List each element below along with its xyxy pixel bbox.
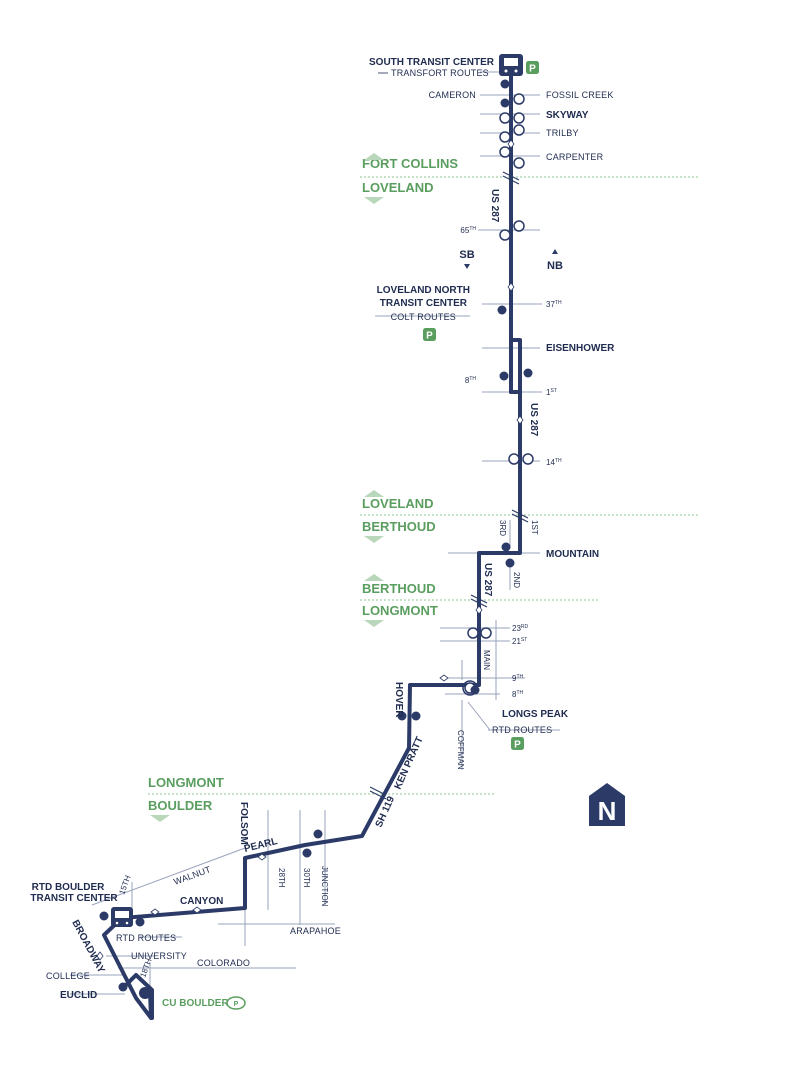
stop-mountain: MOUNTAIN (546, 549, 599, 560)
stop-14th: 14TH (546, 458, 562, 467)
stop-65th: 65TH (460, 226, 476, 235)
road-30th: 30TH (302, 868, 311, 888)
stop-eisenhower: EISENHOWER (546, 343, 615, 354)
stop-trilby: TRILBY (546, 128, 579, 138)
svg-text:P: P (514, 740, 521, 751)
svg-text:P: P (529, 64, 536, 75)
stop-college: COLLEGE (46, 971, 90, 981)
city-label: BERTHOUD (362, 581, 436, 596)
stop-8th-longmont: 8TH (512, 690, 524, 699)
city-loveland-berthoud: LOVELAND BERTHOUD (362, 490, 436, 543)
road-folsom: FOLSOM (238, 802, 249, 845)
stop-8th: 8TH (465, 376, 477, 385)
parking-icon: P (423, 328, 436, 342)
road-15th: 15TH (117, 874, 132, 896)
stop-21st: 21ST (512, 637, 527, 646)
road-coffman: COFFMAN (456, 730, 465, 770)
stop-1st: 1ST (546, 388, 557, 397)
road-arapahoe: ARAPAHOE (290, 926, 341, 936)
road-colorado: COLORADO (197, 958, 250, 968)
road-main: MAIN (482, 650, 491, 670)
loveland-north-label-1: LOVELAND NORTH (377, 285, 470, 296)
longs-peak-label: LONGS PEAK (502, 709, 569, 720)
bus-icon (111, 907, 133, 927)
road-sh119: SH 119 (374, 794, 398, 829)
stop-markers-open (464, 93, 534, 694)
stop-9th: 9TH (512, 674, 524, 683)
longs-peak-routes: RTD ROUTES (492, 725, 552, 735)
streets (70, 71, 560, 995)
rtd-boulder-label-1: RTD BOULDER (32, 882, 106, 893)
city-label: BERTHOUD (362, 519, 436, 534)
road-1st: 1ST (530, 520, 539, 535)
city-longmont-boulder: LONGMONT BOULDER (148, 775, 224, 822)
city-label: FORT COLLINS (362, 156, 458, 171)
stop-markers-filled (99, 79, 533, 992)
bus-icon (499, 54, 523, 76)
rtd-boulder-routes: RTD ROUTES (116, 933, 176, 943)
parking-icon: P (526, 61, 539, 75)
direction-arrows (96, 139, 524, 961)
city-label: LONGMONT (362, 603, 438, 618)
loveland-north-label-2: TRANSIT CENTER (380, 298, 468, 309)
city-label: BOULDER (148, 798, 213, 813)
svg-text:P: P (234, 1001, 239, 1008)
stop-fossil-creek: FOSSIL CREEK (546, 90, 614, 100)
city-label: LOVELAND (362, 496, 434, 511)
stop-cameron: CAMERON (429, 90, 476, 100)
road-us287: US 287 (489, 189, 500, 223)
loveland-north-routes: COLT ROUTES (391, 312, 456, 322)
road-hover: HOVER (393, 682, 404, 718)
road-us287: US 287 (528, 403, 539, 437)
stop-university: UNIVERSITY (131, 951, 187, 961)
direction-nb: NB (547, 260, 563, 272)
svg-text:P: P (426, 331, 433, 342)
road-canyon: CANYON (180, 896, 223, 907)
south-transit-center-routes: TRANSFORT ROUTES (391, 68, 489, 78)
road-3rd: 3RD (498, 520, 507, 536)
road-broadway: BROADWAY (69, 918, 106, 975)
stop-euclid: EUCLID (60, 990, 97, 1001)
road-junction: JUNCTION (320, 866, 329, 907)
cu-boulder-label: CU BOULDER (162, 998, 229, 1009)
road-us287: US 287 (482, 563, 493, 597)
stop-37th: 37TH (546, 300, 562, 309)
city-boundaries (148, 176, 700, 795)
road-28th: 28TH (277, 868, 286, 888)
city-fort-collins-loveland: FORT COLLINS LOVELAND (362, 153, 458, 204)
stop-skyway: SKYWAY (546, 110, 589, 121)
stop-23rd: 23RD (512, 624, 529, 633)
buffalo-icon: P (226, 996, 246, 1010)
city-berthoud-longmont: BERTHOUD LONGMONT (362, 574, 438, 627)
route-line (102, 73, 522, 1020)
rtd-boulder-label-2: TRANSIT CENTER (30, 893, 118, 904)
direction-sb: SB (459, 249, 474, 261)
city-label: LONGMONT (148, 775, 224, 790)
road-2nd: 2ND (512, 572, 521, 588)
stop-carpenter: CARPENTER (546, 152, 604, 162)
svg-text:N: N (598, 796, 617, 826)
south-transit-center-label: SOUTH TRANSIT CENTER (369, 57, 495, 68)
crossing-marks (369, 171, 529, 800)
city-label: LOVELAND (362, 180, 434, 195)
parking-icon: P (511, 737, 524, 751)
north-arrow: N (589, 783, 625, 826)
